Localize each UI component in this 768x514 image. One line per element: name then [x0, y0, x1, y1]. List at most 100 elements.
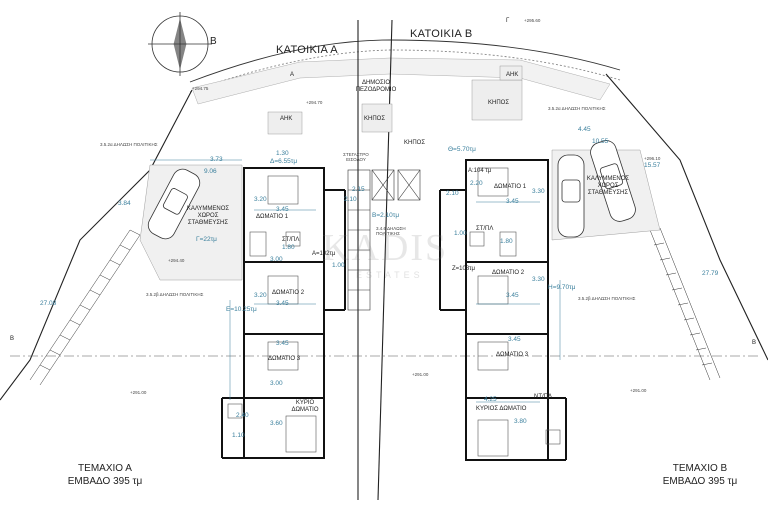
dim: Θ=5.70τμ [448, 146, 476, 153]
dim: 3.80 [514, 418, 527, 425]
dim: 3.45 [508, 336, 521, 343]
parcel-boundaries [0, 19, 768, 501]
a-ank: ΑΗΚ [280, 116, 293, 122]
car-b-icon [557, 140, 636, 238]
note-right-mid: 3.5.2β ΔΗΛΩΣΗ ΠΟΛΙΤΙΚΗΣ [578, 296, 636, 301]
dim: 3.45 [276, 300, 289, 307]
central-stairs [347, 169, 421, 311]
car-a-icon [147, 168, 201, 240]
dim: 3.60 [270, 420, 283, 427]
b-master-bedroom: ΚΥΡΙΟΣ ΔΩΜΑΤΙΟ [476, 406, 527, 412]
b-area-z: Ζ=103τμ [452, 266, 476, 272]
level-mark: +291.00 [412, 372, 429, 377]
ramp-right [649, 227, 721, 381]
road-boundary [189, 39, 621, 93]
dim: 2.10 [344, 196, 357, 203]
a-master-bedroom: ΚΥΡΙΟ ΔΩΜΑΤΙΟ [291, 400, 319, 413]
dim: 10.55 [592, 138, 609, 145]
section-mark-b-right: B [752, 340, 757, 346]
parcel-b-area: ΕΜΒΑΔΟ 395 τμ [662, 476, 738, 487]
section-mark-b-left: B [10, 336, 15, 342]
dim: 2.15 [352, 186, 365, 193]
garden-mid: ΚΗΠΟΣ [404, 140, 426, 146]
house-a-heading: ΚΑΤΟΙΚΙΑ Α [276, 44, 338, 56]
a-wc: ΣΤ/ΠΛ [282, 237, 300, 243]
b-ank: ΑΗΚ [506, 72, 519, 78]
public-walkway-label: ΔΗΜΟΣΙΟ ΠΕΖΟΔΡΟΜΙΟ [355, 80, 397, 93]
a-bedroom-3: ΔΩΜΑΤΙΟ 3 [268, 356, 301, 362]
b-parking: ΚΑΛΥΜΜΕΝΟΣ ΧΩΡΟΣ ΣΤΑΘΜΕΥΣΗΣ [586, 176, 630, 196]
dim: Γ=22τμ [196, 236, 217, 243]
dim: 3.30 [532, 276, 545, 283]
dim: 3.45 [276, 340, 289, 347]
dim: 3.20 [254, 292, 267, 299]
parcel-a-name: ΤΕΜΑΧΙΟ Α [78, 463, 132, 474]
note-left-mid: 3.5.2β ΔΗΛΩΣΗ ΠΟΛΙΤΙΚΗΣ [146, 292, 204, 297]
a-area: Α=102τμ [312, 251, 336, 257]
dim: 3.20 [254, 196, 267, 203]
level-mark: +296.10 [644, 156, 661, 161]
dim: 4.45 [578, 126, 591, 133]
a-bedroom-2: ΔΩΜΑΤΙΟ 2 [272, 290, 305, 296]
b-wc: ΣΤ/ΠΛ [476, 226, 494, 232]
house-a-walls [221, 167, 346, 459]
dim: 3.45 [276, 206, 289, 213]
dim: 27.08 [40, 300, 57, 307]
north-compass-icon [148, 12, 212, 76]
section-mark-g: Γ [506, 18, 510, 24]
dim: 1.80 [500, 238, 513, 245]
parcel-a-area: ΕΜΒΑΔΟ 395 τμ [67, 476, 143, 487]
level-mark: +294.40 [168, 258, 185, 263]
parcel-b-name: ΤΕΜΑΧΙΟ Β [672, 463, 728, 474]
dim: 3.84 [118, 200, 131, 207]
dim: 3.00 [270, 256, 283, 263]
watermark-logo: KADIS [322, 227, 449, 269]
level-mark: +291.00 [630, 388, 647, 393]
dim: 1.80 [282, 244, 295, 251]
b-bedroom-1: ΔΩΜΑΤΙΟ 1 [494, 184, 527, 190]
dim: 2.40 [236, 412, 249, 419]
b-area: Α:104 τμ [468, 168, 492, 174]
dim: Ε=10.25τμ [226, 306, 257, 313]
note-left-top: 3.5.2α ΔΗΛΩΣΗ ΠΟΛΙΤΙΚΗΣ [100, 142, 158, 147]
b-bedroom-3: ΔΩΜΑΤΙΟ 3 [496, 352, 529, 358]
dim: 3.30 [532, 188, 545, 195]
pavement-hatch [191, 57, 611, 105]
compass-letter: B [210, 36, 217, 47]
a-garden: ΚΗΠΟΣ [364, 116, 386, 122]
dim: Β=2.10τμ [372, 212, 400, 219]
level-mark: +294.75 [192, 86, 209, 91]
house-b-walls [439, 159, 567, 461]
dim: 27.79 [702, 270, 719, 277]
dim: 4.25 [484, 396, 497, 403]
dim: 3.45 [506, 198, 519, 205]
a-entrance: ΣΤΕΓΑΣΤΡΟ ΕΙΣΟΔΟΥ [343, 152, 369, 162]
note-right-top: 3.5.2α ΔΗΛΩΣΗ ΠΟΛΙΤΙΚΗΣ [548, 106, 606, 111]
section-mark-a: A [290, 72, 295, 78]
note-center: 3.4.6 ΔΗΛΩΣΗ ΠΟΛΙΤΙΚΗΣ [376, 226, 406, 236]
dim: 9.06 [204, 168, 217, 175]
parcel-b: ΤΕΜΑΧΙΟ Β ΕΜΒΑΔΟ 395 τμ [640, 462, 760, 488]
house-b-heading: ΚΑΤΟΙΚΙΑ Β [410, 28, 473, 40]
b-garden: ΚΗΠΟΣ [488, 100, 510, 106]
dim: Δ=6.55τμ [270, 158, 298, 165]
dim: 3.00 [270, 380, 283, 387]
dim: 2.20 [470, 180, 483, 187]
parcel-a: ΤΕΜΑΧΙΟ Α ΕΜΒΑΔΟ 395 τμ [40, 462, 170, 488]
level-mark: +295.60 [524, 18, 541, 23]
a-bedroom-1: ΔΩΜΑΤΙΟ 1 [256, 214, 289, 220]
ramp-left [29, 229, 141, 386]
watermark-sub: ESTATES [356, 270, 424, 280]
level-mark: +291.00 [130, 390, 147, 395]
house-b-furniture [469, 167, 561, 457]
dim: 3.45 [506, 292, 519, 299]
front-gardens [267, 65, 523, 135]
b-bedroom-2: ΔΩΜΑΤΙΟ 2 [492, 270, 525, 276]
level-mark: +294.70 [306, 100, 323, 105]
dimension-lines [150, 159, 561, 403]
dim: 15.57 [644, 162, 661, 169]
a-parking: ΚΑΛΥΜΜΕΝΟΣ ΧΩΡΟΣ ΣΤΑΘΜΕΥΣΗΣ [186, 206, 230, 226]
dim: Η=9.70τμ [548, 284, 576, 291]
b-ntpl: ΝΤ/ΠΛ [534, 394, 553, 400]
